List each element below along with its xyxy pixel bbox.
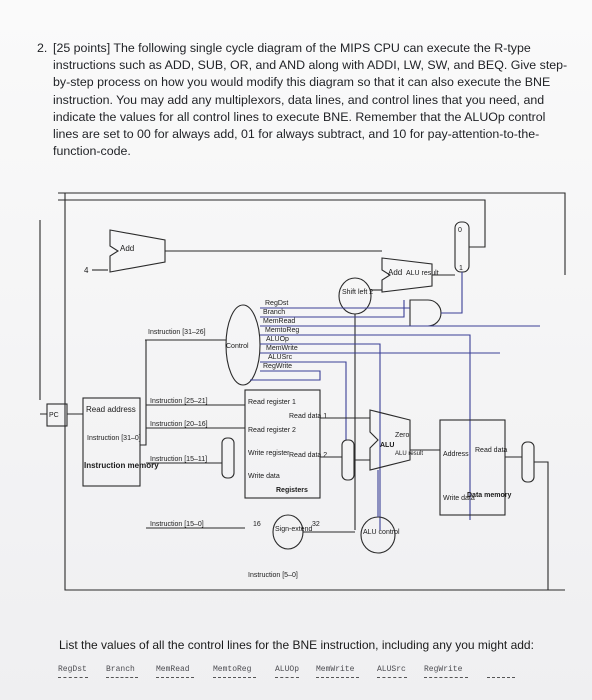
signal-label: RegDst bbox=[265, 300, 288, 307]
read-data-2-label: Read data 2 bbox=[289, 452, 327, 459]
branch-and-gate bbox=[409, 299, 442, 327]
instruction-memory-label: Instruction memory bbox=[84, 461, 159, 470]
question-number: 2. bbox=[37, 41, 48, 55]
main-alu bbox=[369, 409, 411, 471]
pc-adder-label: Add bbox=[120, 244, 134, 253]
thirtytwo-bits: 32 bbox=[312, 521, 320, 528]
regwrite-answer-blank[interactable] bbox=[424, 677, 468, 678]
zero-label: Zero bbox=[395, 432, 410, 439]
alu-label: ALU bbox=[380, 442, 394, 449]
mux-zero-label: 0 bbox=[458, 227, 462, 234]
instr-25-21-label: Instruction [25–21] bbox=[150, 398, 208, 405]
control-unit bbox=[225, 304, 261, 386]
outer-bottom-wire bbox=[64, 193, 565, 591]
mux-one-label: 1 bbox=[459, 265, 463, 272]
control-label: Control bbox=[226, 343, 249, 350]
instr-15-0-label: Instruction [15–0] bbox=[150, 521, 204, 528]
instr-5-0-label: Instruction [5–0] bbox=[248, 572, 298, 579]
registers-label: Registers bbox=[276, 487, 308, 494]
branch-answer-label: Branch bbox=[106, 665, 135, 674]
read-register-2-label: Read register 2 bbox=[248, 427, 296, 434]
pc-adder-shape bbox=[109, 229, 166, 273]
signal-label: ALUSrc bbox=[268, 354, 293, 361]
branch-adder-shape bbox=[381, 257, 433, 293]
sign-extend-label: Sign-extend bbox=[275, 526, 312, 533]
instr-31-26-label: Instruction [31–26] bbox=[148, 329, 206, 336]
aluop-answer-blank[interactable] bbox=[275, 677, 299, 678]
instruction-field-wires bbox=[140, 340, 245, 529]
four-constant: 4 bbox=[84, 266, 89, 275]
question-line: instruction. You may add any multiplexor… bbox=[53, 92, 545, 107]
memtoreg-answer-blank[interactable] bbox=[213, 677, 256, 678]
regdst-mux bbox=[221, 437, 235, 479]
question-line: instructions such as ADD, SUB, OR, and A… bbox=[53, 58, 568, 73]
memread-answer-label: MemRead bbox=[156, 665, 190, 674]
alusrc-answer-blank[interactable] bbox=[377, 677, 407, 678]
mem-write-data-label: Write data bbox=[443, 495, 475, 502]
memwrite-answer-label: MemWrite bbox=[316, 665, 355, 674]
question-line: function-code. bbox=[53, 144, 131, 159]
address-label: Address bbox=[443, 451, 469, 458]
instruction-label: Instruction [31–0] bbox=[87, 435, 141, 442]
memwrite-answer-blank[interactable] bbox=[316, 677, 359, 678]
alusrc-answer-label: ALUSrc bbox=[377, 665, 406, 674]
question-line: by-step process on how you would modify … bbox=[53, 75, 551, 90]
pc-label: PC bbox=[49, 412, 59, 419]
branch-answer-blank[interactable] bbox=[106, 677, 138, 678]
memread-answer-blank[interactable] bbox=[156, 677, 194, 678]
data-memory-label: Data memory bbox=[467, 492, 511, 499]
question-text: 2. [25 points] The following single cycl… bbox=[37, 40, 573, 160]
data-memory bbox=[439, 419, 506, 516]
signal-label: Branch bbox=[263, 309, 285, 316]
instr-20-16-label: Instruction [20–16] bbox=[150, 421, 208, 428]
control-signal-wires bbox=[250, 300, 540, 530]
alusrc-mux bbox=[341, 439, 355, 481]
and-output-wire bbox=[441, 272, 463, 314]
branch-adder-label: Add bbox=[388, 268, 402, 277]
write-data-label: Write data bbox=[248, 473, 280, 480]
shift-left-2-label: Shift left 2 bbox=[342, 289, 373, 296]
signal-label: MemWrite bbox=[266, 345, 298, 352]
writeback-wires bbox=[505, 456, 549, 590]
pc-register bbox=[46, 403, 68, 427]
shift-left-2-shape bbox=[338, 277, 372, 315]
memtoreg-mux bbox=[521, 441, 535, 483]
branch-adder-result: ALU result bbox=[406, 270, 439, 277]
control-signals: RegDst Branch MemRead MemtoReg ALUOp Mem… bbox=[263, 300, 299, 370]
signal-label: MemRead bbox=[263, 318, 295, 325]
next-pc-wire bbox=[58, 199, 486, 248]
alu-control-label: ALU control bbox=[363, 529, 400, 536]
control-values-prompt: List the values of all the control lines… bbox=[59, 638, 534, 652]
register-file bbox=[244, 389, 321, 499]
question-line: lines are set to 00 for always add, 01 f… bbox=[53, 127, 540, 142]
write-register-label: Write register bbox=[248, 450, 290, 457]
regwrite-answer-label: RegWrite bbox=[424, 665, 463, 674]
read-data-label: Read data bbox=[475, 447, 507, 454]
read-register-1-label: Read register 1 bbox=[248, 399, 296, 406]
signal-label: RegWrite bbox=[263, 363, 292, 370]
memtoreg-answer-label: MemtoReg bbox=[213, 665, 252, 674]
read-address-label: Read address bbox=[86, 405, 136, 414]
regdst-answer-label: RegDst bbox=[58, 665, 87, 674]
instruction-memory bbox=[82, 397, 141, 487]
read-data-1-label: Read data 1 bbox=[289, 413, 327, 420]
question-line: indicate the values for all control line… bbox=[53, 109, 546, 124]
outer-top-wire bbox=[58, 192, 566, 275]
alu-wires bbox=[354, 449, 440, 461]
extra-answer-blank[interactable] bbox=[487, 677, 515, 678]
signal-label: MemtoReg bbox=[265, 327, 299, 334]
alu-result-label: ALU result bbox=[395, 451, 423, 457]
instr-15-11-label: Instruction [15–11] bbox=[150, 456, 207, 463]
question-line: [25 points] The following single cycle d… bbox=[53, 41, 531, 55]
sixteen-bits: 16 bbox=[253, 521, 261, 528]
aluop-answer-label: ALUOp bbox=[275, 665, 300, 674]
signal-label: ALUOp bbox=[266, 336, 289, 343]
regdst-answer-blank[interactable] bbox=[58, 677, 88, 678]
datapath-wires bbox=[303, 417, 370, 533]
